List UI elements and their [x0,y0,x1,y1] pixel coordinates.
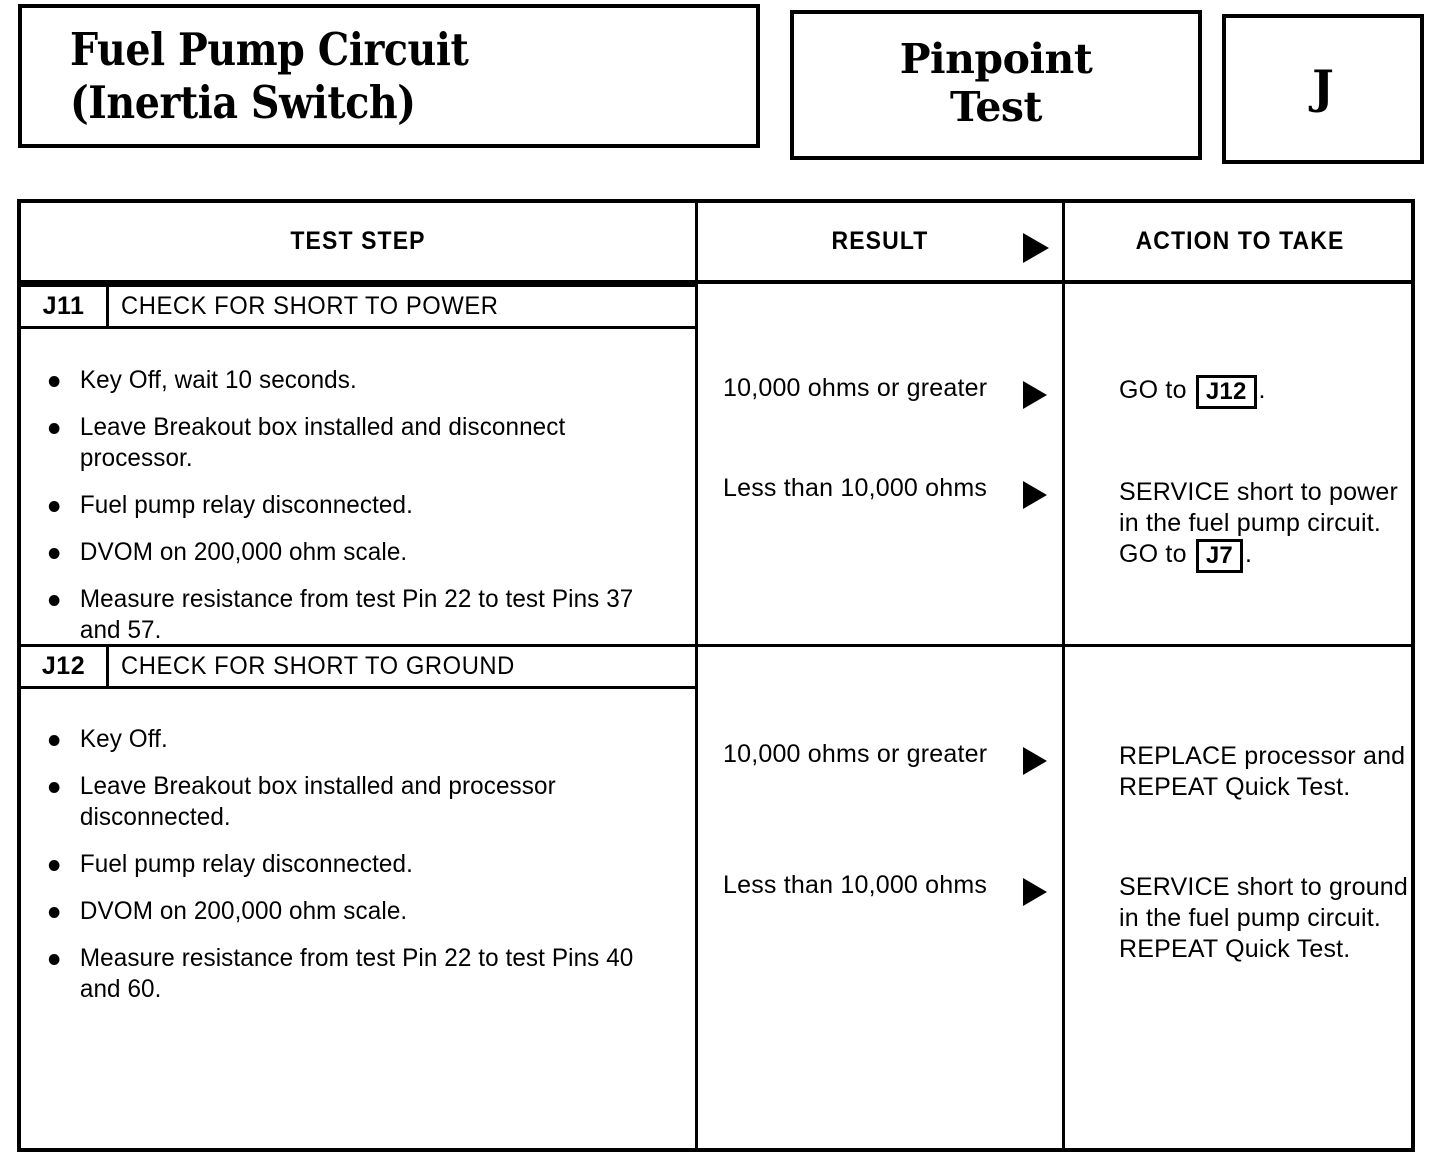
action-suffix: . [1244,540,1253,568]
table-header-row: TEST STEP RESULT ACTION TO TAKE [21,203,1411,284]
step-code-j11: J11 [42,292,85,320]
action-text-j11-1: GO to J12. [1119,375,1419,409]
header-row-bottom-rule [21,280,1411,284]
action-text-j12-1: REPLACE processor and REPEAT Quick Test. [1119,742,1406,801]
list-item: Key Off. [43,724,664,755]
pinpoint-label-line-2: Test [950,83,1042,131]
action-text-j11-2: SERVICE short to power in the fuel pump … [1119,477,1419,573]
column-header-test-step: TEST STEP [290,227,426,255]
step-title-j11: CHECK FOR SHORT TO POWER [121,292,499,320]
triangle-right-icon [1023,381,1047,409]
step-list-j11: Key Off, wait 10 seconds. Leave Breakout… [43,365,683,662]
page-title-line-2: (Inertia Switch) [70,76,416,129]
list-item: Leave Breakout box installed and disconn… [43,412,664,474]
result-text-j12-2: Less than 10,000 ohms [723,871,988,899]
column-divider-action [1062,203,1065,1148]
triangle-right-icon [1023,747,1047,775]
row-divider-j11-j12 [695,644,1415,647]
triangle-right-icon [1023,233,1049,263]
list-item: Key Off, wait 10 seconds. [43,365,664,396]
test-letter-box: J [1222,14,1424,164]
list-item: Measure resistance from test Pin 22 to t… [43,943,664,1005]
list-item: Fuel pump relay disconnected. [43,490,664,521]
action-prefix: SERVICE short to power in the fuel pump … [1119,478,1399,568]
page-title-box: Fuel Pump Circuit (Inertia Switch) [18,4,760,148]
pinpoint-test-box: Pinpoint Test [790,10,1202,160]
column-header-action-to-take: ACTION TO TAKE [1135,227,1345,255]
step-title-j12: CHECK FOR SHORT TO GROUND [121,652,515,680]
result-text-j11-1: 10,000 ohms or greater [723,374,988,402]
result-text-j12-1: 10,000 ohms or greater [723,740,988,768]
triangle-right-icon [1023,878,1047,906]
list-item: Fuel pump relay disconnected. [43,849,664,880]
action-prefix: GO to [1119,376,1194,404]
step-code-j12: J12 [41,652,86,680]
step-bar-j11: J11 CHECK FOR SHORT TO POWER [21,284,695,329]
list-item: DVOM on 200,000 ohm scale. [43,896,664,927]
column-header-result: RESULT [831,227,929,255]
action-text-j12-2: SERVICE short to ground in the fuel pump… [1119,873,1409,963]
list-item: Leave Breakout box installed and process… [43,771,664,833]
column-divider-result [695,203,698,1148]
list-item: DVOM on 200,000 ohm scale. [43,537,664,568]
jump-ref-j12[interactable]: J12 [1195,375,1257,409]
page-title-line-1: Fuel Pump Circuit [70,23,469,76]
triangle-right-icon [1023,481,1047,509]
pinpoint-label-line-1: Pinpoint [899,35,1093,83]
jump-ref-j7[interactable]: J7 [1195,539,1243,573]
list-item: Measure resistance from test Pin 22 to t… [43,584,664,646]
result-text-j11-2: Less than 10,000 ohms [723,474,988,502]
test-letter: J [1312,60,1334,114]
pinpoint-test-table: TEST STEP RESULT ACTION TO TAKE J11 CHEC… [17,199,1415,1152]
step-list-j12: Key Off. Leave Breakout box installed an… [43,724,683,1021]
action-suffix: . [1258,376,1266,404]
step-bar-j12: J12 CHECK FOR SHORT TO GROUND [21,644,695,689]
